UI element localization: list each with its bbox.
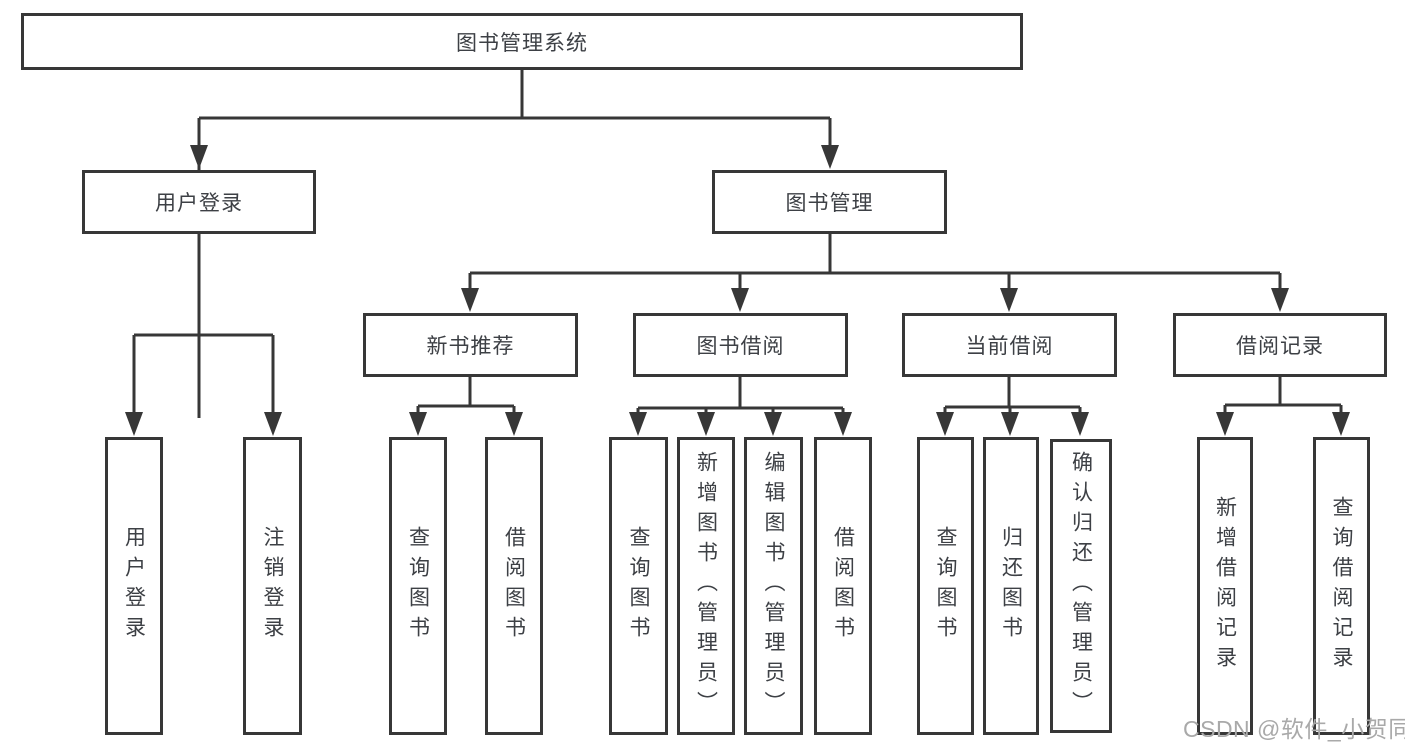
connector-paths bbox=[132, 70, 1343, 418]
node-branch-user-login: 用户登录 bbox=[82, 170, 316, 234]
node-label: 图书管理 bbox=[785, 192, 874, 215]
node-group-borrow-records: 借阅记录 bbox=[1173, 313, 1387, 377]
node-label: 归还图书 bbox=[999, 526, 1023, 646]
leaf-add-book-admin: 新增图书（管理员） bbox=[677, 437, 735, 735]
node-root: 图书管理系统 bbox=[21, 13, 1023, 70]
leaf-logout-login: 注销登录 bbox=[243, 437, 302, 735]
node-group-current-borrow: 当前借阅 bbox=[902, 313, 1117, 377]
node-label: 编辑图书（管理员） bbox=[762, 451, 785, 721]
node-label: 注销登录 bbox=[261, 526, 284, 646]
leaf-query-borrow-record: 查询借阅记录 bbox=[1313, 437, 1370, 735]
node-label: 查询图书 bbox=[627, 526, 650, 646]
node-label: 借阅记录 bbox=[1236, 335, 1324, 358]
leaf-user-login: 用户登录 bbox=[105, 437, 163, 735]
node-label: 借阅图书 bbox=[831, 526, 855, 646]
leaf-query-books-borrow: 查询图书 bbox=[609, 437, 668, 735]
csdn-watermark: CSDN @软件_小贺同学 bbox=[1183, 716, 1405, 742]
node-label: 用户登录 bbox=[122, 526, 146, 646]
node-label: 新增图书（管理员） bbox=[694, 451, 718, 721]
leaf-confirm-return-admin: 确认归还（管理员） bbox=[1050, 439, 1112, 733]
node-label: 查询图书 bbox=[934, 526, 957, 646]
leaf-query-books-recommend: 查询图书 bbox=[389, 437, 447, 735]
leaf-return-books: 归还图书 bbox=[983, 437, 1039, 735]
node-branch-book-management: 图书管理 bbox=[712, 170, 947, 234]
connector-arrowheads bbox=[125, 145, 1350, 436]
node-root-label: 图书管理系统 bbox=[456, 31, 588, 55]
node-label: 当前借阅 bbox=[965, 335, 1054, 358]
node-group-book-borrow: 图书借阅 bbox=[633, 313, 848, 377]
leaf-edit-book-admin: 编辑图书（管理员） bbox=[744, 437, 803, 735]
leaf-query-books-current: 查询图书 bbox=[917, 437, 974, 735]
node-label: 新增借阅记录 bbox=[1213, 496, 1237, 676]
node-label: 借阅图书 bbox=[502, 526, 526, 646]
node-label: 查询图书 bbox=[406, 526, 430, 646]
leaf-borrow-books: 借阅图书 bbox=[814, 437, 872, 735]
node-label: 确认归还（管理员） bbox=[1069, 451, 1093, 721]
node-label: 新书推荐 bbox=[426, 335, 515, 358]
node-label: 用户登录 bbox=[155, 192, 243, 215]
leaf-borrow-books-recommend: 借阅图书 bbox=[485, 437, 543, 735]
node-label: 图书借阅 bbox=[696, 335, 785, 358]
node-label: 查询借阅记录 bbox=[1330, 496, 1353, 676]
node-group-new-book-recommend: 新书推荐 bbox=[363, 313, 578, 377]
leaf-add-borrow-record: 新增借阅记录 bbox=[1197, 437, 1253, 735]
